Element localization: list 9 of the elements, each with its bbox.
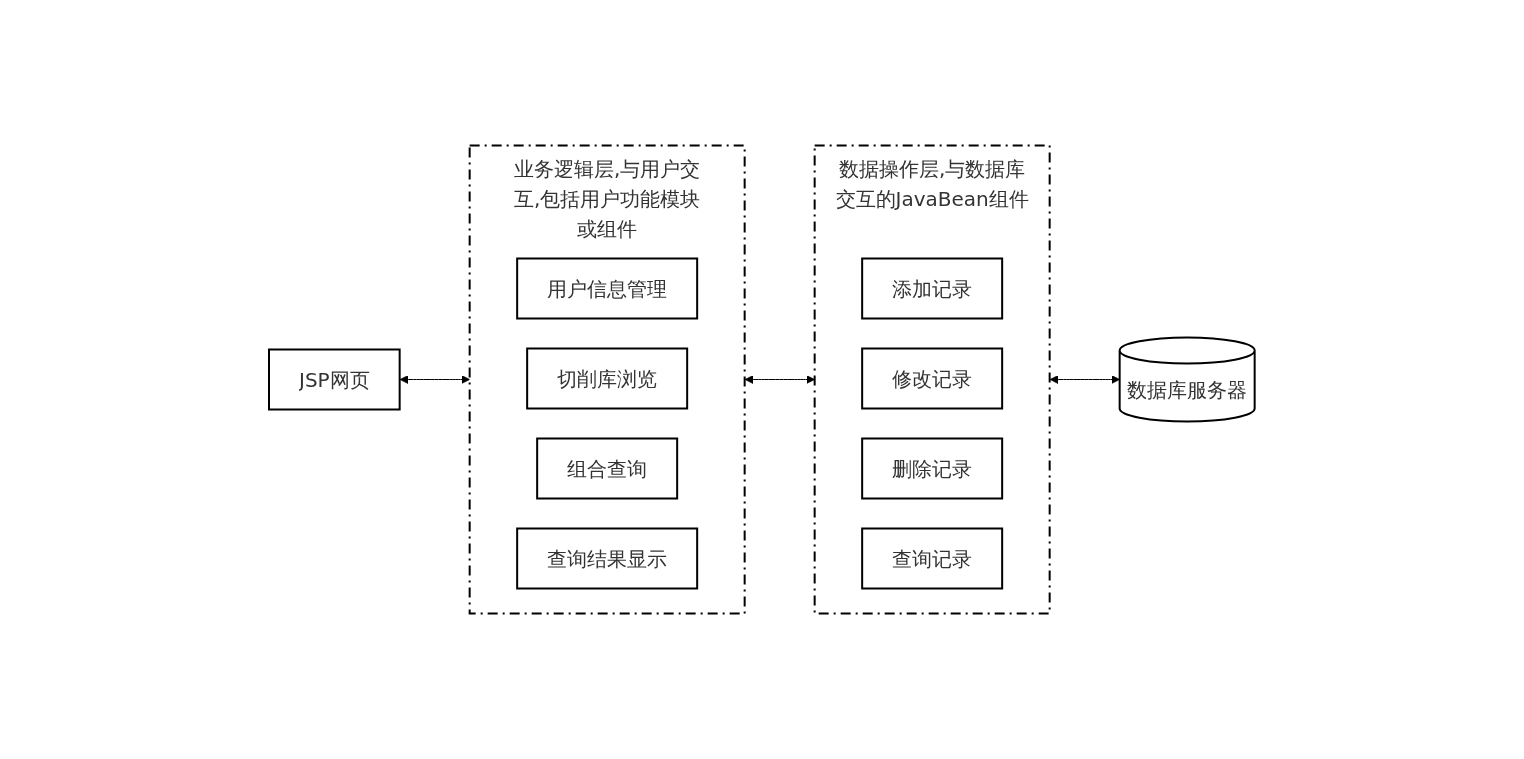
- node-box: 切削库浏览: [526, 347, 689, 410]
- node-box: 删除记录: [861, 437, 1004, 500]
- node-box: 查询记录: [861, 527, 1004, 590]
- node-box: 组合查询: [536, 437, 679, 500]
- node-box: 查询结果显示: [516, 527, 699, 590]
- node-box: 修改记录: [861, 347, 1004, 410]
- node-box: 用户信息管理: [516, 257, 699, 320]
- node-box: 添加记录: [861, 257, 1004, 320]
- arrow: [1049, 375, 1121, 384]
